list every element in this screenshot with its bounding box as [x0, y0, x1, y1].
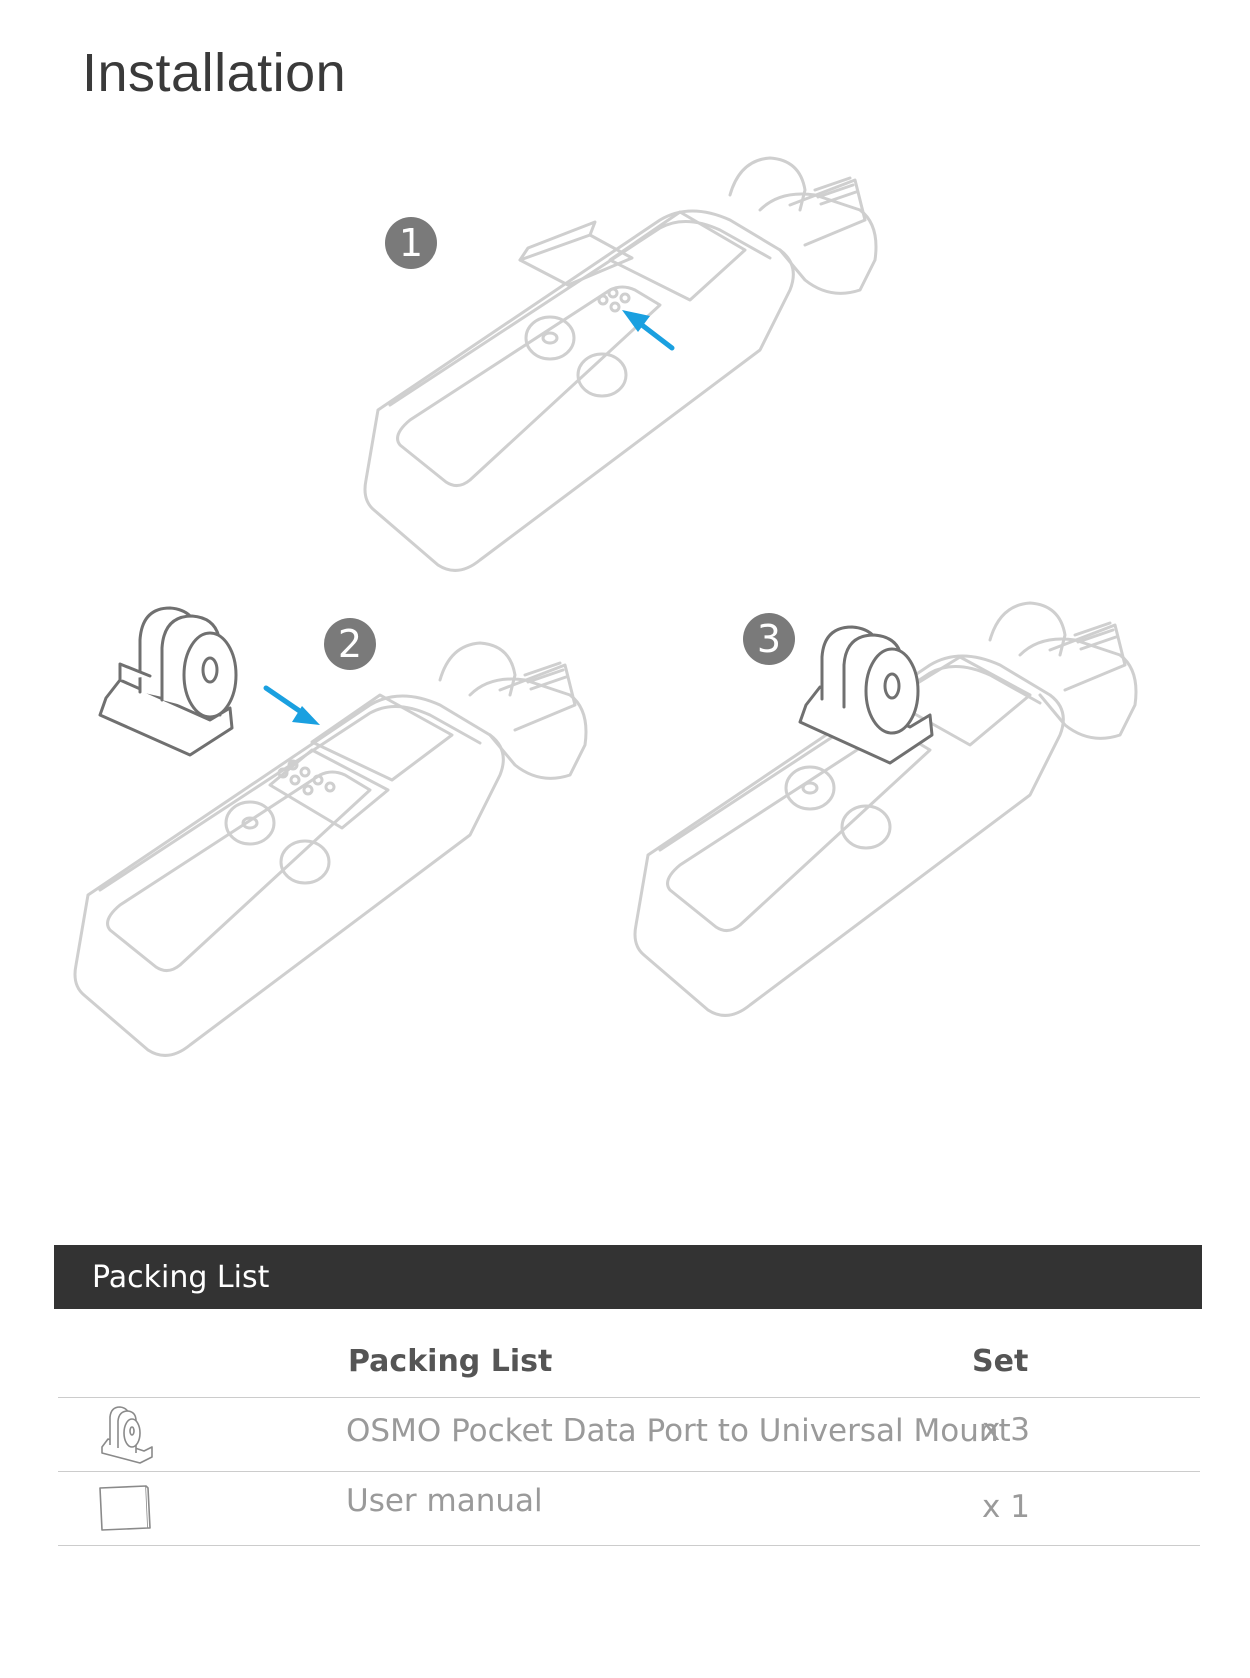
table-divider — [58, 1397, 1200, 1398]
mount-icon — [101, 1406, 153, 1464]
step-3-badge: 3 — [743, 613, 795, 665]
step-2-illustration — [73, 606, 588, 1057]
step-2-badge: 2 — [324, 618, 376, 670]
row-item-name: OSMO Pocket Data Port to Universal Mount — [346, 1413, 1011, 1449]
row-item-qty: x 1 — [982, 1489, 1030, 1525]
manual-icon — [99, 1485, 151, 1531]
row-item-name: User manual — [346, 1483, 543, 1519]
table-divider — [58, 1545, 1200, 1546]
row-item-qty: x 3 — [982, 1412, 1030, 1448]
column-header-set: Set — [972, 1344, 1029, 1379]
page-title: Installation — [82, 43, 347, 103]
step-3-illustration — [633, 601, 1138, 1017]
step-1-illustration — [363, 156, 878, 572]
packing-list-header: Packing List — [54, 1245, 1202, 1309]
column-header-item: Packing List — [348, 1344, 553, 1379]
table-divider — [58, 1471, 1200, 1472]
step-1-badge: 1 — [385, 217, 437, 269]
